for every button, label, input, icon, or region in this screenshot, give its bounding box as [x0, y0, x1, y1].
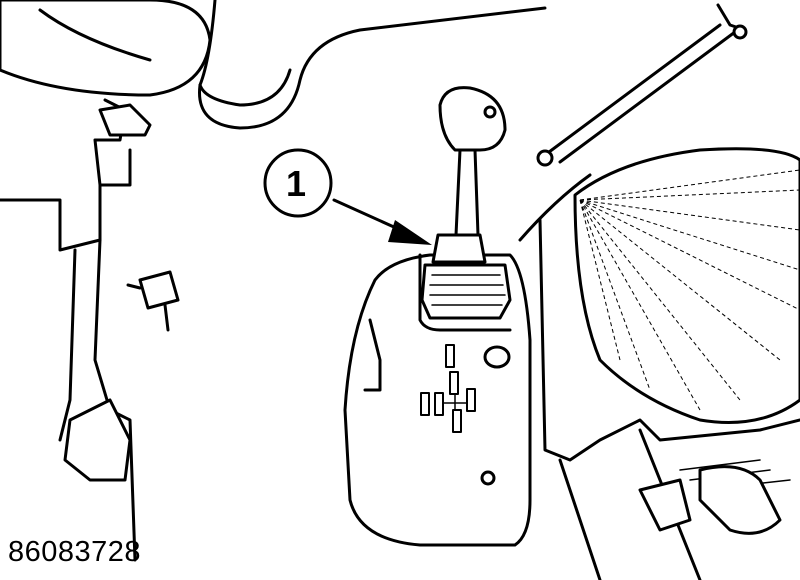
callout-circle — [263, 148, 333, 218]
figure-number: 86083728 — [8, 536, 142, 568]
shift-knob — [438, 86, 507, 152]
spring-mechanism — [698, 465, 782, 535]
gas-strut — [543, 23, 737, 164]
shift-lever-boot — [420, 263, 512, 320]
ignition-key — [138, 270, 180, 310]
brake-pedal — [63, 398, 132, 482]
callout-number: 1 — [286, 163, 306, 204]
steering-wheel-cover — [0, 0, 212, 97]
shift-lever — [454, 148, 480, 237]
seat-cushion — [573, 147, 800, 424]
callout-arrow-icon — [388, 220, 432, 245]
gear-pattern-diagram — [420, 344, 476, 433]
cab-frame-line — [198, 0, 547, 130]
